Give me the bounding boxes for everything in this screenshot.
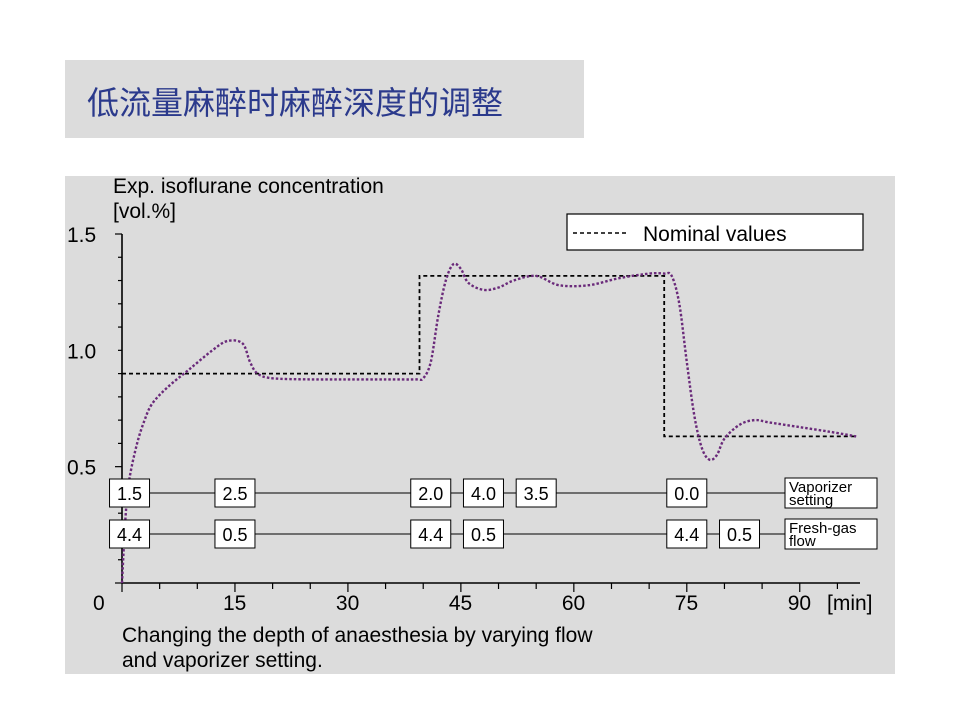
legend-box — [566, 213, 864, 251]
freshgas-value: 4.4 — [674, 525, 699, 545]
vaporizer-box — [410, 478, 452, 508]
freshgas-label-line2: flow — [789, 533, 816, 550]
vaporizer-box — [214, 478, 256, 508]
x-tick-label: 45 — [449, 592, 472, 615]
freshgas-box — [719, 519, 761, 549]
vaporizer-label-box — [784, 477, 878, 509]
x-tick-label: 15 — [223, 592, 246, 615]
vaporizer-value: 2.0 — [418, 484, 443, 504]
x-tick-label: 75 — [675, 592, 698, 615]
freshgas-value: 0.5 — [727, 525, 752, 545]
freshgas-box — [666, 519, 708, 549]
x-tick-label: 0 — [93, 592, 105, 615]
y-axis-label-line1: Exp. isoflurane concentration — [113, 176, 384, 198]
chart-caption-line1: Changing the depth of anaesthesia by var… — [122, 624, 593, 647]
chart-caption-line2: and vaporizer setting. — [122, 649, 323, 672]
vaporizer-value: 1.5 — [117, 484, 142, 504]
x-axis-unit-label: [min] — [827, 592, 873, 615]
x-tick-label: 60 — [562, 592, 585, 615]
y-tick-label: 1.5 — [67, 224, 96, 247]
freshgas-value: 4.4 — [418, 525, 443, 545]
vaporizer-value: 2.5 — [222, 484, 247, 504]
vaporizer-box — [666, 478, 708, 508]
vaporizer-value: 3.5 — [524, 484, 549, 504]
x-tick-label: 90 — [788, 592, 811, 615]
freshgas-value: 0.5 — [471, 525, 496, 545]
chart-text-layer: Exp. isoflurane concentration [vol.%] [m… — [113, 176, 873, 672]
freshgas-label-box — [784, 518, 878, 550]
freshgas-label-line1: Fresh-gas — [789, 520, 857, 537]
freshgas-box — [462, 519, 504, 549]
y-tick-label: 1.0 — [67, 340, 96, 363]
vaporizer-box — [109, 478, 151, 508]
legend: Nominal values — [566, 213, 864, 251]
series-line-measured — [120, 262, 857, 584]
slide-title-box: 低流量麻醉时麻醉深度的调整 — [65, 60, 584, 138]
x-tick-label: 30 — [336, 592, 359, 615]
vaporizer-box — [462, 478, 504, 508]
slide-title: 低流量麻醉时麻醉深度的调整 — [87, 84, 504, 122]
vaporizer-label-line1: Vaporizer — [789, 479, 852, 496]
y-axis-label-line2: [vol.%] — [113, 200, 176, 223]
vaporizer-label-line2: setting — [789, 492, 833, 509]
freshgas-box — [109, 519, 151, 549]
freshgas-value: 4.4 — [117, 525, 142, 545]
freshgas-box — [410, 519, 452, 549]
vaporizer-value: 0.0 — [674, 484, 699, 504]
freshgas-box — [214, 519, 256, 549]
legend-label: Nominal values — [643, 223, 787, 246]
y-tick-label: 0.5 — [67, 457, 96, 480]
series-line-nominal — [122, 275, 857, 438]
axes: 0.5 1.0 1.5 0 15 30 45 60 75 90 — [67, 224, 860, 615]
series-layer — [120, 262, 857, 584]
vaporizer-value: 4.0 — [471, 484, 496, 504]
freshgas-value: 0.5 — [222, 525, 247, 545]
vaporizer-box — [515, 478, 557, 508]
